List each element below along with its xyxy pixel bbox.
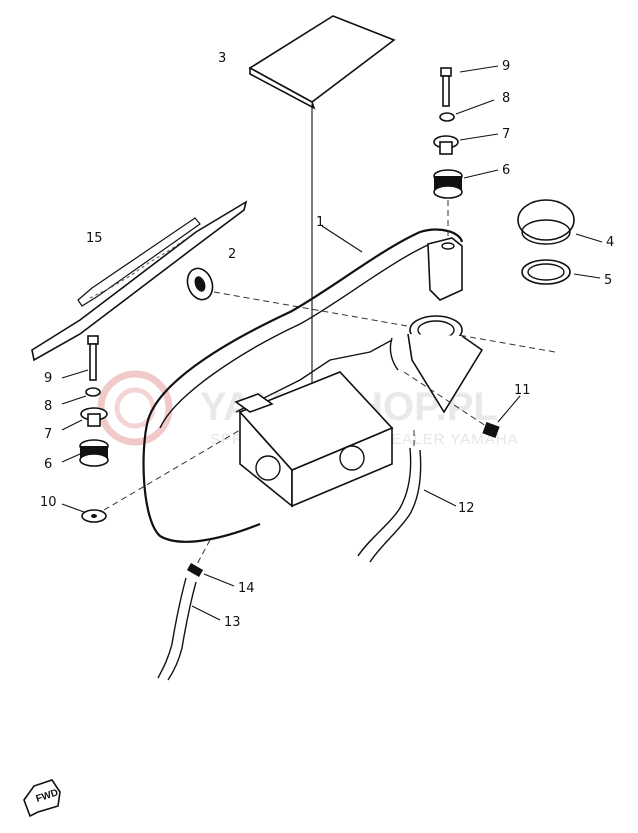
callout-1: 1 <box>316 215 324 230</box>
callout-10: 10 <box>40 495 57 510</box>
part-7-collar-right <box>433 133 499 155</box>
part-15-strap <box>31 200 248 362</box>
callout-8-left: 8 <box>44 399 52 414</box>
callouts: 1 2 3 4 5 6 7 8 9 6 7 8 9 10 11 12 13 14… <box>40 51 614 630</box>
part-1-tank <box>142 225 484 543</box>
part-5-oring <box>521 259 601 285</box>
callout-5: 5 <box>604 273 612 288</box>
part-11-plug <box>403 371 521 439</box>
callout-2: 2 <box>228 247 236 262</box>
part-8-washer-left <box>61 387 101 405</box>
callout-9-right: 9 <box>502 59 510 74</box>
callout-7-right: 7 <box>502 127 510 142</box>
part-13-hose <box>157 577 221 681</box>
part-8-washer-right <box>439 99 495 122</box>
part-7-collar-left <box>61 407 108 431</box>
callout-4: 4 <box>606 235 614 250</box>
callout-6-right: 6 <box>502 163 510 178</box>
callout-8-right: 8 <box>502 91 510 106</box>
part-6-damper-right <box>433 169 499 240</box>
watermark-logo <box>97 370 173 446</box>
callout-9-left: 9 <box>44 371 52 386</box>
callout-6-left: 6 <box>44 457 52 472</box>
part-14-clip <box>186 539 235 587</box>
part-2-grommet <box>186 267 556 353</box>
callout-7-left: 7 <box>44 427 52 442</box>
part-9-bolt-right <box>440 65 499 107</box>
part-4-cap <box>517 199 603 245</box>
callout-13: 13 <box>224 615 241 630</box>
callout-15: 15 <box>86 231 103 246</box>
part-12-hose <box>357 430 457 563</box>
callout-14: 14 <box>238 581 255 596</box>
part-9-bolt-left <box>61 335 99 381</box>
part-10-washer <box>61 429 241 523</box>
part-3-pad <box>248 15 396 465</box>
fwd-arrow-badge: FWD <box>23 779 61 818</box>
callout-3: 3 <box>218 51 226 66</box>
part-6-damper-left <box>61 439 109 467</box>
callout-11: 11 <box>514 383 531 398</box>
callout-12: 12 <box>458 501 475 516</box>
